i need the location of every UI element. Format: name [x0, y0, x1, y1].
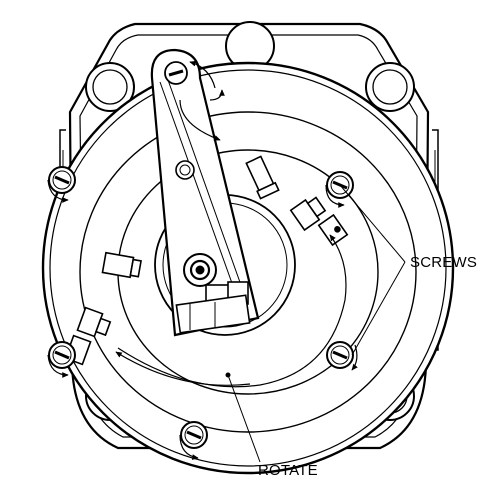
rotate-arc [115, 234, 347, 388]
screws-label: SCREWS [410, 254, 478, 271]
rotate-label: ROTATE [258, 462, 318, 479]
leader-lines [225, 184, 406, 463]
lever-arm [150, 48, 260, 337]
screw-arrows [47, 179, 358, 460]
arm-rotation-arrows [179, 60, 225, 141]
